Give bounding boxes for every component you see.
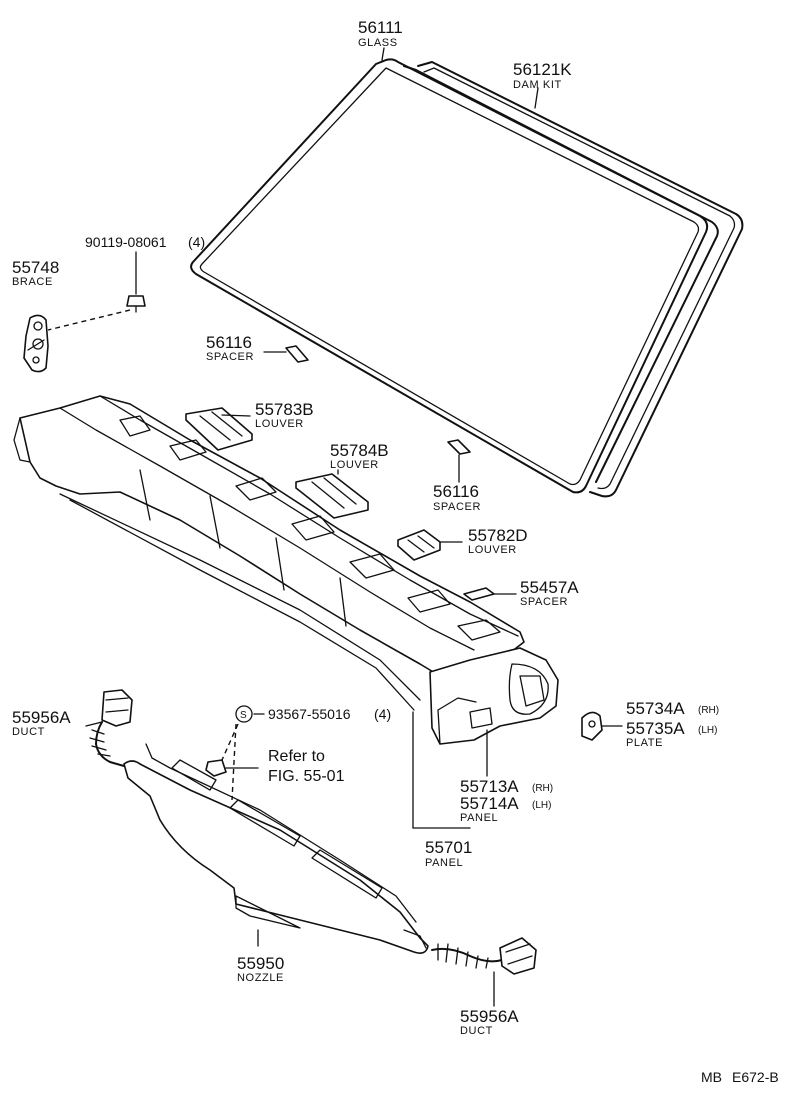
louver-55783b-drawing bbox=[185, 407, 253, 451]
windshield-glass-drawing bbox=[190, 47, 709, 494]
duct-right-drawing bbox=[431, 937, 537, 1007]
screw-circle-letter: S bbox=[240, 710, 247, 721]
spacer-lower-drawing bbox=[447, 439, 471, 483]
figure-code-prefix: MB bbox=[701, 1069, 722, 1085]
side-panel-rh-part-number: 55713A bbox=[460, 777, 519, 796]
plate-lh-part-number: 55735A bbox=[626, 719, 685, 738]
side-panel-lh-part-number: 55714A bbox=[460, 794, 519, 813]
spacer-55457a-drawing bbox=[463, 587, 517, 601]
dam-kit-part-number: 56121K bbox=[513, 60, 572, 79]
glass-part-name: GLASS bbox=[358, 37, 398, 49]
duct-left-part-number: 55956A bbox=[12, 708, 71, 727]
cowl-panel-part-name: PANEL bbox=[425, 857, 463, 869]
reference-line-1: Refer to bbox=[268, 748, 325, 765]
side-panel-drawing bbox=[429, 647, 559, 777]
spacer-upper-part-number: 56116 bbox=[206, 333, 252, 352]
plate-rh-part-number: 55734A bbox=[626, 699, 685, 718]
reference-line-2: FIG. 55-01 bbox=[268, 768, 345, 785]
louver-55784b-part-number: 55784B bbox=[330, 441, 389, 460]
plate-part-name: PLATE bbox=[626, 737, 663, 749]
dam-kit-drawing bbox=[403, 61, 744, 498]
side-panel-part-name: PANEL bbox=[460, 812, 498, 824]
brace-drawing bbox=[23, 314, 49, 373]
spacer-55457a-part-number: 55457A bbox=[520, 578, 579, 597]
bolt-quantity: (4) bbox=[188, 234, 205, 250]
spacer-lower-part-name: SPACER bbox=[433, 501, 481, 513]
louver-55782d-part-number: 55782D bbox=[468, 526, 528, 545]
brace-part-number: 55748 bbox=[12, 258, 59, 277]
cowl-panel-drawing bbox=[13, 395, 525, 829]
nozzle-part-name: NOZZLE bbox=[237, 972, 284, 984]
louver-55782d-part-name: LOUVER bbox=[468, 544, 517, 556]
plate-drawing bbox=[581, 711, 623, 741]
glass-part-number: 56111 bbox=[358, 18, 403, 37]
louver-55783b-part-name: LOUVER bbox=[255, 418, 304, 430]
screw-part-number: 93567-55016 bbox=[268, 706, 351, 722]
side-panel-lh-side: (LH) bbox=[532, 800, 551, 811]
nozzle-part-number: 55950 bbox=[237, 954, 284, 973]
cowl-panel-part-number: 55701 bbox=[425, 838, 472, 857]
plate-lh-side: (LH) bbox=[698, 725, 717, 736]
bolt-drawing bbox=[126, 251, 146, 313]
side-panel-rh-side: (RH) bbox=[532, 783, 553, 794]
spacer-55457a-part-name: SPACER bbox=[520, 596, 568, 608]
duct-left-part-name: DUCT bbox=[12, 726, 45, 738]
dam-kit-part-name: DAM KIT bbox=[513, 79, 562, 91]
figure-code: E672-B bbox=[732, 1069, 779, 1085]
louver-55782d-drawing bbox=[397, 529, 463, 561]
duct-left-drawing bbox=[85, 689, 133, 767]
louver-55783b-part-number: 55783B bbox=[255, 400, 314, 419]
spacer-upper-drawing bbox=[263, 345, 309, 363]
bolt-part-number: 90119-08061 bbox=[85, 234, 167, 250]
nozzle-drawing bbox=[123, 743, 429, 954]
screw-drawing bbox=[205, 705, 265, 801]
spacer-upper-part-name: SPACER bbox=[206, 351, 254, 363]
louver-55784b-part-name: LOUVER bbox=[330, 459, 379, 471]
spacer-lower-part-number: 56116 bbox=[433, 482, 479, 501]
brace-part-name: BRACE bbox=[12, 276, 53, 288]
louver-55784b-drawing bbox=[295, 469, 369, 519]
screw-quantity: (4) bbox=[374, 706, 391, 722]
plate-rh-side: (RH) bbox=[698, 705, 719, 716]
duct-right-part-name: DUCT bbox=[460, 1025, 493, 1037]
duct-right-part-number: 55956A bbox=[460, 1007, 519, 1026]
